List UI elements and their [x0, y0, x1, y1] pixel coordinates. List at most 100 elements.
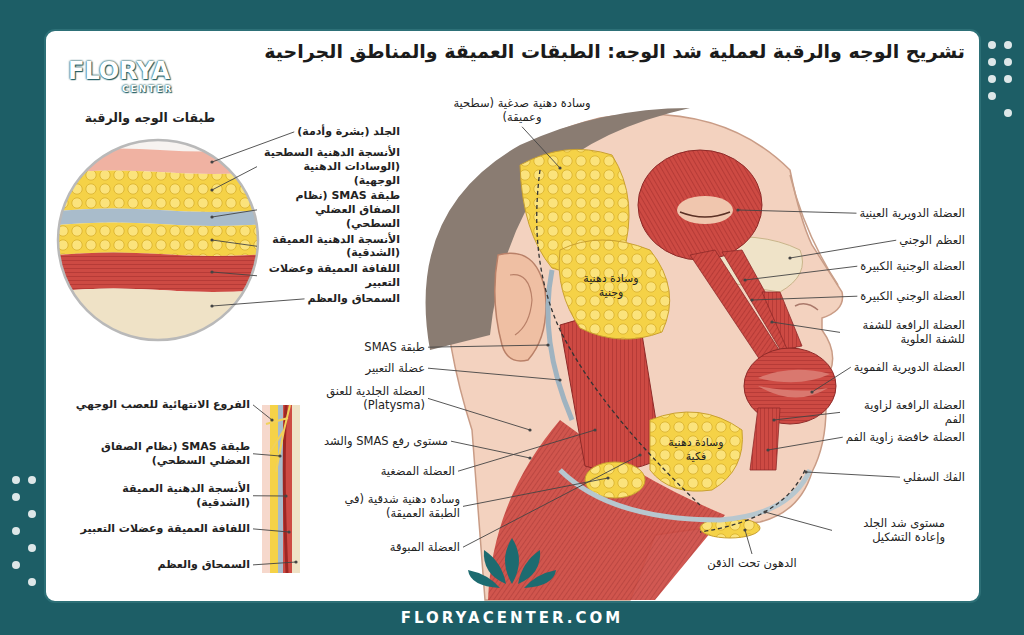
- leader-dot: [270, 418, 273, 421]
- leader-line: [738, 210, 856, 213]
- part-label: العضلة الوجنية الكبيرة: [860, 259, 965, 273]
- part-label: الدهون تحت الذقن: [707, 556, 796, 570]
- part-label: العضلة المضغية: [381, 464, 455, 478]
- leader-line: [772, 322, 840, 332]
- layer-label: اللفافة العميقة وعضلات التعبير: [260, 262, 400, 290]
- logo-mark: [468, 538, 556, 588]
- leader-dot: [210, 238, 213, 241]
- leader-line: [212, 272, 257, 276]
- leader-line: [428, 398, 530, 430]
- leader-line: [774, 412, 840, 420]
- leader-line: [428, 345, 548, 347]
- part-label: العضلة الدويرية الفموية: [854, 360, 965, 374]
- leader-line: [253, 454, 280, 456]
- layer-label: السمحاق والعظم: [308, 292, 400, 306]
- layer-label: الأنسجة الدهنية السطحية (الوسادات الدهني…: [260, 146, 400, 187]
- part-label: العضلة المبوقة: [390, 540, 460, 554]
- part-label: العضلة الدويرية العينية: [859, 206, 965, 220]
- logo-word: FLORYA: [68, 56, 170, 86]
- part-label: عضلة التعبير: [366, 361, 425, 375]
- leader-dot: [210, 160, 213, 163]
- leader-dot: [810, 390, 813, 393]
- leader-line: [765, 512, 832, 530]
- part-label: العضلة الوجني الكبيرة: [860, 289, 965, 303]
- leader-line: [451, 441, 530, 458]
- part-label: الفك السفلي: [903, 470, 965, 484]
- title: تشريح الوجه والرقبة لعملية شد الوجه: الط…: [264, 40, 965, 64]
- leader-dot: [528, 456, 531, 459]
- leader-line: [745, 266, 857, 280]
- leader-line: [253, 495, 286, 496]
- part-label: العضلة خافضة زاوية الفم: [846, 430, 965, 444]
- part-label: العضلة الرافعة لزاوية الفم: [843, 398, 965, 427]
- leader-line: [212, 210, 257, 217]
- leader-dot: [210, 270, 213, 273]
- logo-word: CENTER: [122, 84, 174, 95]
- part-label: وسادة دهنية فكية: [661, 436, 731, 464]
- leader-dot: [750, 298, 753, 301]
- plane-label: مستوى رفع SMAS والشد: [324, 434, 448, 448]
- leader-dot: [278, 454, 281, 457]
- leader-dot: [804, 470, 807, 473]
- leader-line: [790, 240, 896, 258]
- face-illustration: [426, 108, 843, 600]
- leader-dot: [558, 166, 561, 169]
- part-label: العظم الوجني: [899, 233, 965, 247]
- part-label: وسادة دهنية وجنية: [571, 272, 651, 300]
- leader-line: [812, 367, 851, 392]
- layer-label: السمحاق والعظم: [158, 558, 250, 572]
- leader-dot: [743, 278, 746, 281]
- leader-line: [752, 296, 857, 300]
- leader-dot: [766, 448, 769, 451]
- panel: [45, 30, 980, 602]
- layer-label: الجلد (بشرة وأدمة): [297, 125, 400, 139]
- leader-dot: [210, 215, 213, 218]
- leader-line: [458, 430, 595, 471]
- leader-line: [253, 405, 272, 420]
- leader-dot: [287, 530, 290, 533]
- part-label: العضلة الجلدية للعنق (Platysma): [305, 384, 425, 413]
- layer-label: الفروع الانتهائية للعصب الوجهي: [76, 398, 250, 412]
- leader-line: [522, 127, 560, 168]
- leader-dot: [528, 428, 531, 431]
- leader-dot: [606, 476, 609, 479]
- leader-dot: [558, 378, 561, 381]
- layer-strip: [262, 405, 300, 573]
- plane-label: مستوى شد الجلد وإعادة التشكيل: [835, 516, 945, 545]
- leader-dot: [743, 528, 746, 531]
- layer-label: الأنسجة الدهنية العميقة (الشدقية): [75, 482, 250, 510]
- layer-label: طبقة SMAS (نظام الصفاق العضلي السطحي): [75, 440, 250, 468]
- part-label: طبقة SMAS: [364, 340, 425, 354]
- leader-dot: [284, 494, 287, 497]
- leader-dot: [546, 343, 549, 346]
- leader-dot: [210, 304, 213, 307]
- leader-dot: [294, 560, 297, 563]
- leader-line: [253, 562, 296, 565]
- leader-dot: [763, 510, 766, 513]
- leader-line: [212, 299, 305, 306]
- part-label: وسادة دهنية شدقية (في الطبقة العميقة): [330, 492, 460, 521]
- leader-dot: [736, 208, 739, 211]
- site-address: FLORYACENTER.COM: [401, 609, 623, 628]
- layer-label: الأنسجة الدهنية العميقة (الشدقية): [260, 233, 400, 261]
- leader-dot: [593, 428, 596, 431]
- leader-line: [463, 478, 608, 506]
- leader-line: [463, 455, 640, 547]
- part-label: وسادة دهنية صدغية (سطحية وعميقة): [452, 96, 592, 125]
- leader-dot: [772, 418, 775, 421]
- leader-line: [212, 167, 257, 190]
- inset-heading: طبقات الوجه والرقبة: [85, 110, 216, 126]
- leader-line: [768, 437, 843, 450]
- leader-dot: [638, 453, 641, 456]
- part-label: العضلة الرافعة للشفة للشفة العلوية: [843, 318, 965, 347]
- layer-label: طبقة SMAS (نظام الصفاق العضلي السطحي): [260, 189, 400, 230]
- leader-dot: [210, 188, 213, 191]
- leader-line: [253, 529, 289, 532]
- leader-line: [212, 240, 257, 246]
- leader-line: [428, 368, 560, 380]
- leader-dot: [788, 256, 791, 259]
